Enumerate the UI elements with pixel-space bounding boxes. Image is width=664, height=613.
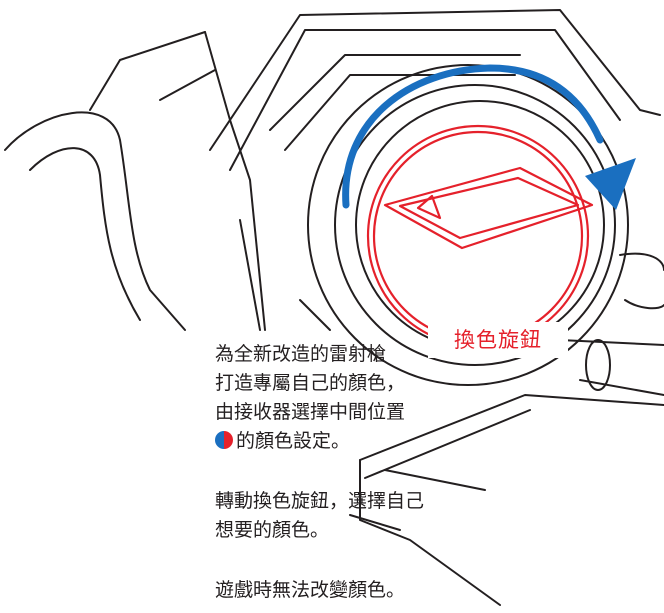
instruction-line-with-dot: 的顏色設定。 [215, 427, 350, 456]
receiver-ring-3 [355, 100, 605, 350]
dial-knob-outer [383, 166, 594, 250]
side-rail-bottom [579, 379, 664, 396]
rail-knob [585, 339, 611, 391]
receiver-ring-2 [334, 84, 616, 366]
instruction-line: 轉動換色旋鈕，選擇自己 [215, 490, 425, 512]
housing-inner [229, 29, 621, 171]
side-edge-1 [239, 219, 261, 331]
instruction-line: 由接收器選擇中間位置 [215, 401, 406, 423]
housing-shelf-inner [284, 74, 516, 151]
color-dial-inner [372, 130, 584, 342]
side-rail-top [559, 339, 664, 346]
dial-knob-inner [398, 176, 580, 240]
right-bracket [619, 252, 664, 271]
right-bracket-2 [624, 299, 664, 310]
grip-outline-inner [29, 147, 141, 321]
instruction-line: 遊戲時無法改變顏色。 [215, 579, 406, 601]
rotation-arrow-head [585, 158, 636, 210]
color-dial-label: 換色旋鈕 [428, 322, 568, 358]
body-mid-edge [204, 31, 266, 331]
housing-outer [209, 9, 661, 151]
instruction-line: 想要的顏色。 [215, 519, 330, 541]
base-side [384, 469, 486, 491]
rotation-arrow-arc [342, 64, 604, 209]
body-top-edge [89, 31, 206, 111]
red-blue-dot-icon [215, 431, 233, 449]
grip-outline-outer [4, 111, 186, 331]
base-plate-inner [364, 409, 531, 479]
side-edge-2 [299, 299, 331, 331]
receiver-ring-outer [307, 64, 629, 386]
base-front-edge [349, 514, 401, 531]
dial-knob-face [416, 194, 442, 220]
housing-shelf [269, 54, 521, 131]
base-plate [359, 394, 664, 461]
body-ridge [159, 69, 216, 101]
instruction-line: 打造專屬自己的顏色， [215, 372, 406, 394]
instruction-text: 的顏色設定。 [236, 430, 351, 452]
base-front [359, 459, 501, 606]
instruction-line: 為全新改造的雷射槍 [215, 343, 387, 365]
color-dial-outer [366, 124, 590, 348]
